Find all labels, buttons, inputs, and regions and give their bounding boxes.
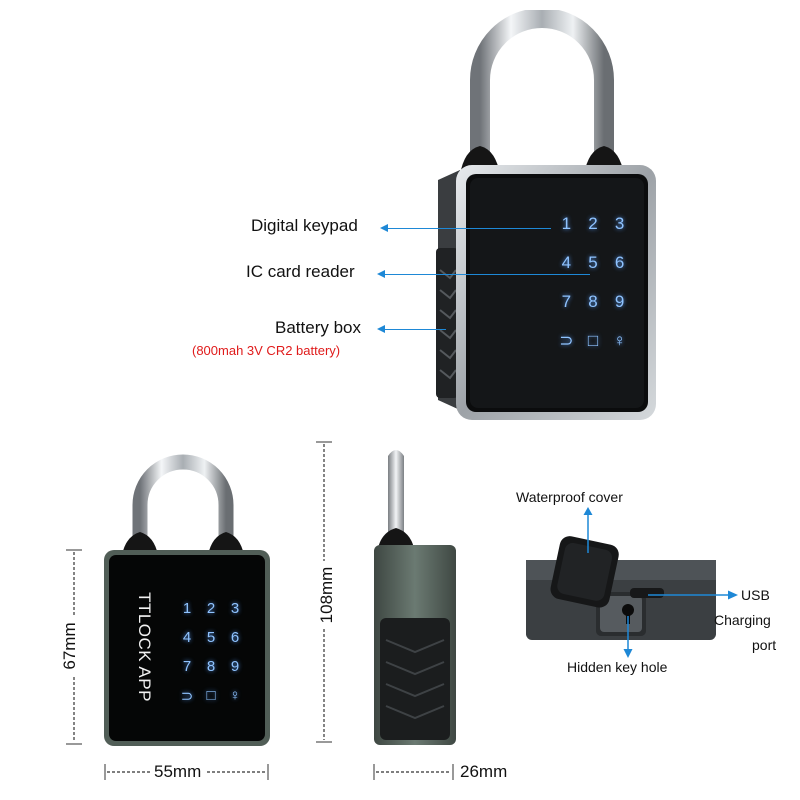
arrow-usb [648, 590, 738, 600]
front-key-1: 1 [182, 600, 192, 617]
key-square-icon: □ [587, 331, 599, 350]
front-keypad: 1 2 3 4 5 6 7 8 9 ⊃ □ ♀ [175, 600, 247, 705]
callout-waterproof: Waterproof cover [516, 489, 623, 505]
callout-card-reader: IC card reader [246, 262, 355, 281]
key-back-icon: ⊃ [559, 331, 574, 350]
arrow-hidden-key [623, 616, 633, 658]
arrow-keypad [380, 223, 551, 232]
brand-text: TTLOCK APP [135, 592, 154, 702]
key-7: 7 [561, 292, 572, 311]
callout-hidden-key: Hidden key hole [567, 659, 668, 675]
arrow-waterproof [583, 507, 593, 553]
side-view-image [374, 450, 456, 745]
key-3: 3 [614, 214, 625, 233]
front-key-back-icon: ⊃ [180, 688, 194, 705]
arrow-card-reader [377, 269, 590, 278]
front-key-6: 6 [230, 629, 240, 646]
key-9: 9 [614, 292, 625, 311]
key-2: 2 [588, 214, 598, 233]
dim-height-body: 67mm [60, 616, 80, 676]
front-key-8: 8 [206, 658, 216, 675]
front-key-2: 2 [206, 600, 216, 617]
front-key-square-icon: □ [206, 687, 216, 704]
front-key-5: 5 [206, 629, 216, 646]
bottom-detail-image [526, 536, 716, 640]
dim-width: 55mm [150, 762, 206, 782]
key-5: 5 [588, 253, 598, 272]
battery-note: (800mah 3V CR2 battery) [192, 343, 341, 358]
dim-line-55 [104, 764, 269, 780]
main-keypad: 1 2 3 4 5 6 7 8 9 ⊃ □ ♀ [553, 214, 633, 351]
callout-usb-3: port [752, 637, 777, 653]
main-padlock-image [436, 10, 656, 420]
dim-depth: 26mm [460, 762, 508, 781]
front-view-image [104, 454, 270, 746]
front-key-lock-icon: ♀ [229, 687, 241, 704]
key-4: 4 [561, 253, 572, 272]
callout-keypad: Digital keypad [251, 216, 358, 235]
callout-usb-1: USB [741, 587, 770, 603]
key-6: 6 [614, 253, 625, 272]
dim-height-shackle: 108mm [317, 561, 337, 629]
front-key-9: 9 [230, 658, 240, 675]
front-key-3: 3 [230, 600, 240, 617]
front-key-4: 4 [182, 629, 192, 646]
key-lock-icon: ♀ [613, 331, 627, 350]
key-8: 8 [588, 292, 598, 311]
callout-usb-2: Charging [714, 612, 771, 628]
key-1: 1 [561, 214, 572, 233]
callout-battery: Battery box [275, 318, 361, 337]
arrow-battery [377, 324, 446, 333]
dim-line-26 [373, 764, 454, 780]
front-key-7: 7 [182, 658, 192, 675]
